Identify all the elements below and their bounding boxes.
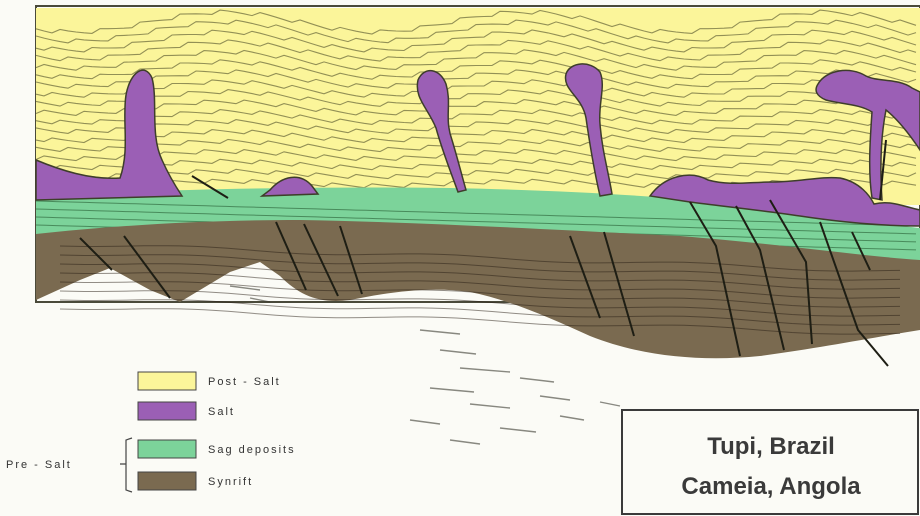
legend-swatch [138, 372, 196, 390]
basement-mark [460, 368, 510, 372]
legend: Post - Salt Salt Sag deposits Synrift Pr… [6, 372, 296, 492]
basement-mark [440, 350, 476, 354]
legend-swatch [138, 440, 196, 458]
basement-mark [410, 420, 440, 424]
legend-item-salt: Salt [138, 402, 235, 420]
basement-mark [540, 396, 570, 400]
legend-item-synrift: Synrift [138, 472, 253, 490]
legend-label: Post - Salt [208, 376, 281, 388]
basement-mark [430, 388, 474, 392]
legend-label: Sag deposits [208, 444, 296, 456]
basement-mark [500, 428, 536, 432]
legend-group-label: Pre - Salt [6, 459, 72, 471]
location-line-1: Tupi, Brazil [707, 433, 835, 460]
basement-mark [560, 416, 584, 420]
legend-swatch [138, 402, 196, 420]
legend-item-post-salt: Post - Salt [138, 372, 281, 390]
location-line-2: Cameia, Angola [681, 473, 861, 500]
legend-label: Salt [208, 406, 235, 418]
legend-bracket [120, 438, 132, 492]
legend-item-sag: Sag deposits [138, 440, 296, 458]
basement-mark [450, 440, 480, 444]
basement-mark [470, 404, 510, 408]
basement-mark [520, 378, 554, 382]
location-box: Tupi, Brazil Cameia, Angola [622, 410, 918, 514]
basement-mark [600, 402, 620, 406]
basement-mark [420, 330, 460, 334]
legend-label: Synrift [208, 476, 253, 488]
legend-swatch [138, 472, 196, 490]
